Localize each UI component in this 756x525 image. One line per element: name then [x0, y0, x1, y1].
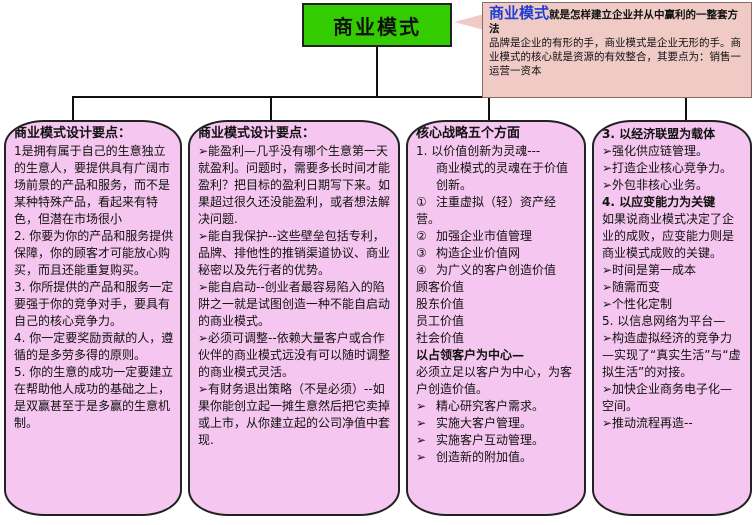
callout-heading-rest: 就是怎样建立企业并从中赢利的一整套方法	[489, 9, 739, 35]
value-item: 顾客价值	[416, 280, 465, 294]
section-heading: 4. 以应变能力为关键	[602, 195, 716, 209]
arrow-bullet-icon: ➢	[416, 450, 427, 464]
connector-drop-1	[72, 96, 74, 121]
list-item: ➢能盈利—几乎没有哪个生意第一天就盈利。问题时，需要多长时间才能盈利？把目标的盈…	[198, 144, 391, 226]
list-item: ➢ 创造新的附加值。	[416, 449, 578, 466]
value-item: 股东价值	[416, 297, 465, 311]
panel-design-points-2: 商业模式设计要点： ➢能盈利—几乎没有哪个生意第一天就盈利。问题时，需要多长时间…	[188, 120, 400, 516]
list-item-text: 创造新的附加值。	[436, 450, 533, 464]
connector-drop-4	[685, 96, 687, 121]
list-item: ➢打造企业核心竞争力。	[602, 161, 733, 175]
number-marker: ①	[416, 195, 427, 209]
list-item-text: 加强企业市值管理	[436, 229, 533, 243]
callout-body: 品牌是企业的有形的手，商业模式是企业无形的手。商业模式的核心就是资源的有效整合，…	[489, 37, 741, 77]
list-item-text: 精心研究客户需求。	[436, 399, 545, 413]
list-item: 5. 你的生意的成功一定要建立在帮助他人成功的基础之上，是双赢甚至于是多赢的生意…	[14, 365, 174, 430]
list-item: ➢加快企业商务电子化—空间。	[602, 382, 733, 413]
callout-heading: 商业模式就是怎样建立企业并从中赢利的一整套方法	[489, 6, 745, 36]
definition-callout: 商业模式就是怎样建立企业并从中赢利的一整套方法 品牌是企业的有形的手，商业模式是…	[482, 2, 752, 98]
value-item: 社会价值	[416, 331, 465, 345]
list-item: ➢有财务退出策略（不是必须）--如果你能创立起一摊生意然后把它卖掉或上市，从你建…	[198, 382, 391, 447]
list-item: ③ 构造企业价值网	[416, 245, 578, 262]
number-marker: ②	[416, 229, 427, 243]
arrow-bullet-icon: ➢	[416, 416, 427, 430]
list-item: ➢ 实施大客户管理。	[416, 415, 578, 432]
strategy-intro: 1. 以价值创新为灵魂---	[416, 144, 541, 158]
list-item: ➢随需而变	[602, 280, 661, 294]
number-marker: ④	[416, 263, 427, 277]
list-item-text: 实施客户互动管理。	[436, 433, 545, 447]
strategy-intro-detail: 商业模式的灵魂在于价值创新。	[436, 161, 569, 192]
panel-heading: 商业模式设计要点：	[198, 126, 316, 141]
list-item: ➢ 实施客户互动管理。	[416, 432, 578, 449]
list-item: ④ 为广义的客户创造价值	[416, 262, 578, 279]
list-item: 3. 你所提供的产品和服务一定要强于你的竞争对手，要具有自己的核心竞争力。	[14, 280, 174, 328]
sub-text: 必须立足以客户为中心，为客户创造价值。	[416, 365, 573, 396]
callout-term: 商业模式	[489, 4, 550, 22]
list-item-text: 实施大客户管理。	[436, 416, 533, 430]
section-heading: 5. 以信息网络为平台—	[602, 314, 726, 328]
list-item-text: 构造企业价值网	[436, 246, 521, 260]
panel-heading: 商业模式设计要点：	[14, 126, 132, 141]
connector-drop-3	[488, 96, 490, 121]
value-item: 员工价值	[416, 314, 465, 328]
arrow-bullet-icon: ➢	[416, 399, 427, 413]
callout-pointer	[454, 14, 484, 30]
panel-strategy-continued: 3. 以经济联盟为载体 ➢强化供应链管理。 ➢打造企业核心竞争力。 ➢外包非核心…	[592, 120, 752, 516]
list-item: ➢必须可调整--依赖大量客户或合作伙伴的商业模式远没有可以随时调整的商业模式灵活…	[198, 331, 391, 379]
central-title-node: 商业模式	[302, 3, 452, 47]
sub-heading: 以占领客户为中心—	[416, 348, 525, 362]
list-item: ➢构造虚拟经济的竞争力—实现了“真实生活”与“虚拟生活”的对接。	[602, 331, 741, 379]
list-item: ➢能自启动--创业者最容易陷入的陷阱之一就是试图创造一种不能自启动的商业模式。	[198, 280, 391, 328]
connector-drop-2	[270, 96, 272, 121]
panel-core-strategy: 核心战略五个方面 1. 以价值创新为灵魂--- 商业模式的灵魂在于价值创新。 ①…	[406, 120, 586, 516]
number-marker: ③	[416, 246, 427, 260]
list-item: ➢ 精心研究客户需求。	[416, 398, 578, 415]
list-item: 2. 你要为你的产品和服务提供保障，你的顾客才可能放心购买，而且还能重复购买。	[14, 229, 174, 277]
connector-trunk	[376, 47, 378, 97]
section-heading: 3. 以经济联盟为载体	[602, 127, 716, 141]
section-text: 如果说商业模式决定了企业的成败，应变能力则是商业模式成败的关键。	[602, 212, 735, 260]
connector-bar	[72, 96, 687, 98]
list-item-text: 注重虚拟（轻）资产经营。	[416, 195, 557, 226]
list-item: ➢强化供应链管理。	[602, 144, 709, 158]
list-item: ➢时间是第一成本	[602, 263, 697, 277]
panel-heading: 核心战略五个方面	[416, 126, 521, 141]
list-item: ➢能自我保护--这些壁垒包括专利，品牌、排他性的推销渠道协议、商业秘密以及先行者…	[198, 229, 391, 277]
list-item: ② 加强企业市值管理	[416, 228, 578, 245]
list-item: 4. 你一定要奖励贡献的人，遵循的是多劳多得的原则。	[14, 331, 174, 362]
panel-design-points-1: 商业模式设计要点： 1是拥有属于自己的生意独立的生意人，要提供具有广阔市场前景的…	[4, 120, 182, 516]
list-item: 1是拥有属于自己的生意独立的生意人，要提供具有广阔市场前景的产品和服务，而不是某…	[14, 144, 171, 226]
list-item-text: 为广义的客户创造价值	[436, 263, 557, 277]
list-item: ➢推动流程再造--	[602, 416, 693, 430]
arrow-bullet-icon: ➢	[416, 433, 427, 447]
list-item: ➢外包非核心业务。	[602, 178, 709, 192]
list-item: ➢个性化定制	[602, 297, 673, 311]
